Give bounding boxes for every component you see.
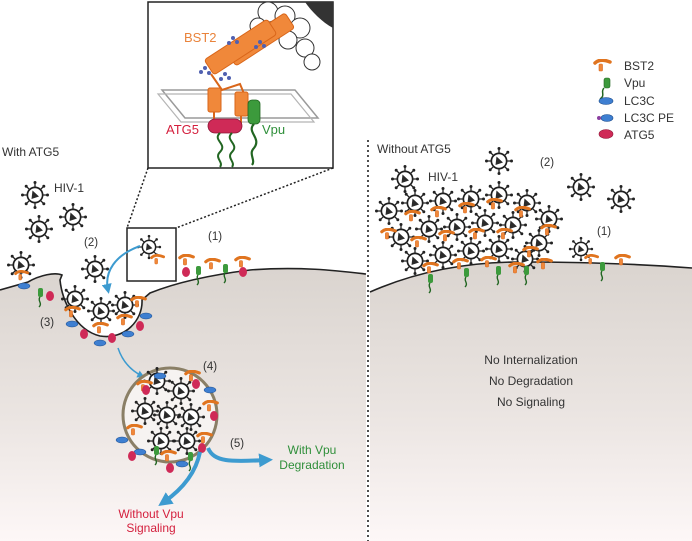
hiv-virion xyxy=(568,236,594,262)
right-panel-title: Without ATG5 xyxy=(377,142,451,156)
degradation-arrow xyxy=(206,447,273,468)
inset-glycans xyxy=(199,36,266,81)
step-4: (4) xyxy=(203,361,217,373)
right-membrane-vpu xyxy=(428,266,529,294)
inset-atg5-label: ATG5 xyxy=(166,122,199,137)
right-cell-body xyxy=(370,262,692,541)
step-1-left: (1) xyxy=(208,231,222,243)
zoom-line-left xyxy=(126,167,149,229)
legend-vpu-icon xyxy=(599,77,611,100)
step-3: (3) xyxy=(40,317,54,329)
right-hiv-label: HIV-1 xyxy=(428,170,458,184)
step3-arrow xyxy=(117,347,145,378)
inset-vpu-label: Vpu xyxy=(262,122,285,137)
step-1-right: (1) xyxy=(597,226,611,238)
step-2-left: (2) xyxy=(84,237,98,249)
legend-lc3c-icon xyxy=(598,97,614,105)
tethered-virus-cluster xyxy=(374,180,564,276)
signaling-label: Signaling xyxy=(126,521,175,535)
legend-lc3c-label: LC3C xyxy=(624,94,655,108)
left-cell-membrane xyxy=(0,267,367,338)
legend: BST2 Vpu LC3C LC3C PE ATG5 xyxy=(593,59,674,142)
degradation-label: Degradation xyxy=(279,458,344,472)
pit-bst2-lc3c xyxy=(14,270,153,347)
legend-lc3c-pe-label: LC3C PE xyxy=(624,111,674,125)
with-vpu-label: With Vpu xyxy=(288,443,337,457)
hiv-virion xyxy=(80,254,110,284)
hiv-virion xyxy=(20,180,50,210)
legend-bst2-icon xyxy=(593,59,612,73)
no-degradation-text: No Degradation xyxy=(489,374,573,388)
hiv-virion xyxy=(24,214,54,244)
left-free-viruses xyxy=(6,180,110,284)
legend-bst2-label: BST2 xyxy=(624,59,654,73)
right-membrane-bst2-vpu-1 xyxy=(584,254,631,282)
inset-bst2-label: BST2 xyxy=(184,30,217,45)
zoom-line-right xyxy=(175,167,334,229)
left-membrane-bst2-vpu xyxy=(178,254,251,286)
left-hiv-label: HIV-1 xyxy=(54,181,84,195)
legend-lc3c-pe-icon xyxy=(597,114,614,122)
zoom-box xyxy=(126,227,177,282)
hiv-virion xyxy=(58,202,88,232)
no-internalization-text: No Internalization xyxy=(484,353,577,367)
legend-vpu-label: Vpu xyxy=(624,76,645,90)
step-5: (5) xyxy=(230,438,244,450)
legend-atg5-label: ATG5 xyxy=(624,128,655,142)
inset-atg5-molecule xyxy=(207,118,243,168)
inset-vpu-molecule xyxy=(247,99,261,166)
inset-panel: BST2 ATG5 Vpu xyxy=(147,1,334,169)
without-vpu-label: Without Vpu xyxy=(118,507,183,521)
signaling-arrow xyxy=(158,451,202,507)
legend-atg5-icon xyxy=(598,129,614,139)
no-signaling-text: No Signaling xyxy=(497,395,565,409)
left-panel-title: With ATG5 xyxy=(2,145,59,159)
step2-arrow xyxy=(101,245,141,294)
endosome-vesicle xyxy=(115,366,219,473)
step-2-right: (2) xyxy=(540,157,554,169)
bst2-tether xyxy=(150,254,166,266)
